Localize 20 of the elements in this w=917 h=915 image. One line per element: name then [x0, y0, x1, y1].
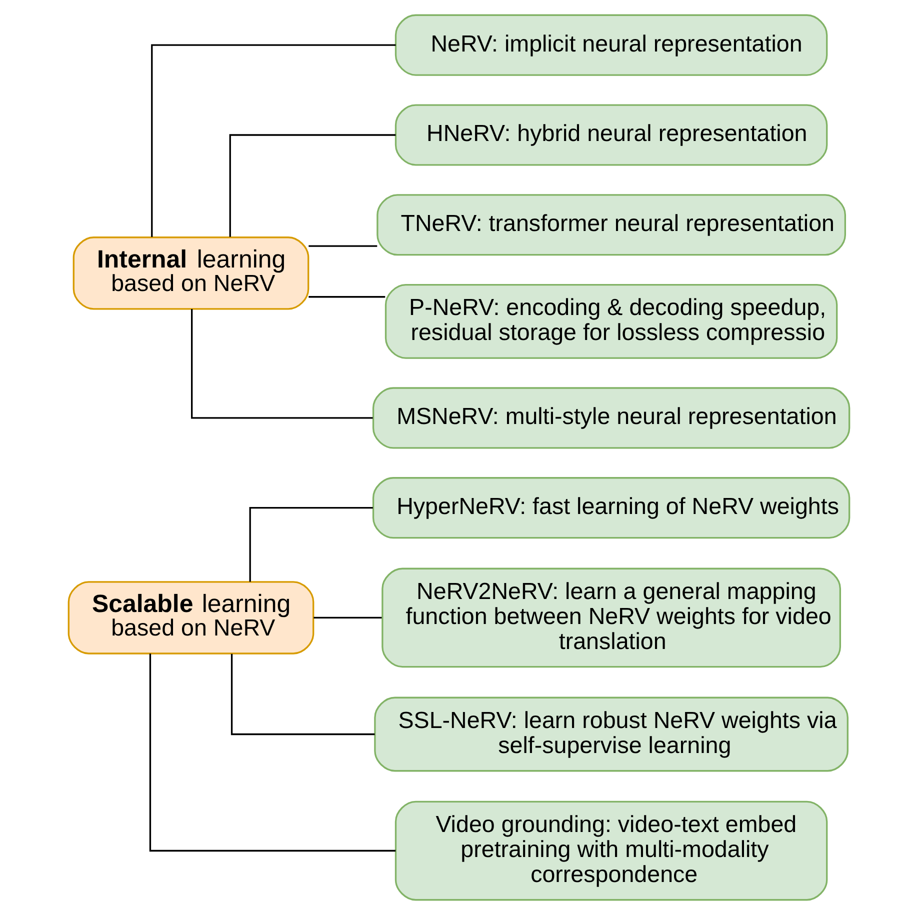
connector	[248, 507, 372, 582]
node-box: TNeRV: transformer neural representation	[376, 194, 846, 256]
node-box: SSL-NeRV: learn robust NeRV weights via self-supervise learning	[374, 696, 848, 772]
connector	[230, 654, 374, 736]
node-box: HyperNeRV: fast learning of NeRV weights	[372, 477, 850, 539]
connector	[148, 654, 396, 852]
node-box: NeRV: implicit neural representation	[394, 14, 828, 76]
node-box: NeRV2NeRV: learn a general mapping function between NeRV weights for video translation	[381, 568, 841, 668]
connector	[313, 616, 382, 619]
connector	[308, 296, 385, 298]
node-box: Video grounding: video-text embed pretraining with multi-modality correspondence	[394, 800, 828, 901]
node-box: Internal learning based on NeRV	[72, 236, 309, 310]
node-box: Scalable learning based on NeRV	[67, 581, 314, 654]
node-box: MSNeRV: multi-style neural representation	[372, 387, 850, 449]
connector	[190, 308, 372, 419]
node-box: P-NeRV: encoding & decoding speedup, residual storage for lossless compressio	[384, 284, 838, 359]
node-box: HNeRV: hybrid neural representation	[394, 104, 828, 166]
connector	[228, 134, 396, 237]
connector	[308, 245, 377, 247]
connector	[150, 44, 396, 237]
